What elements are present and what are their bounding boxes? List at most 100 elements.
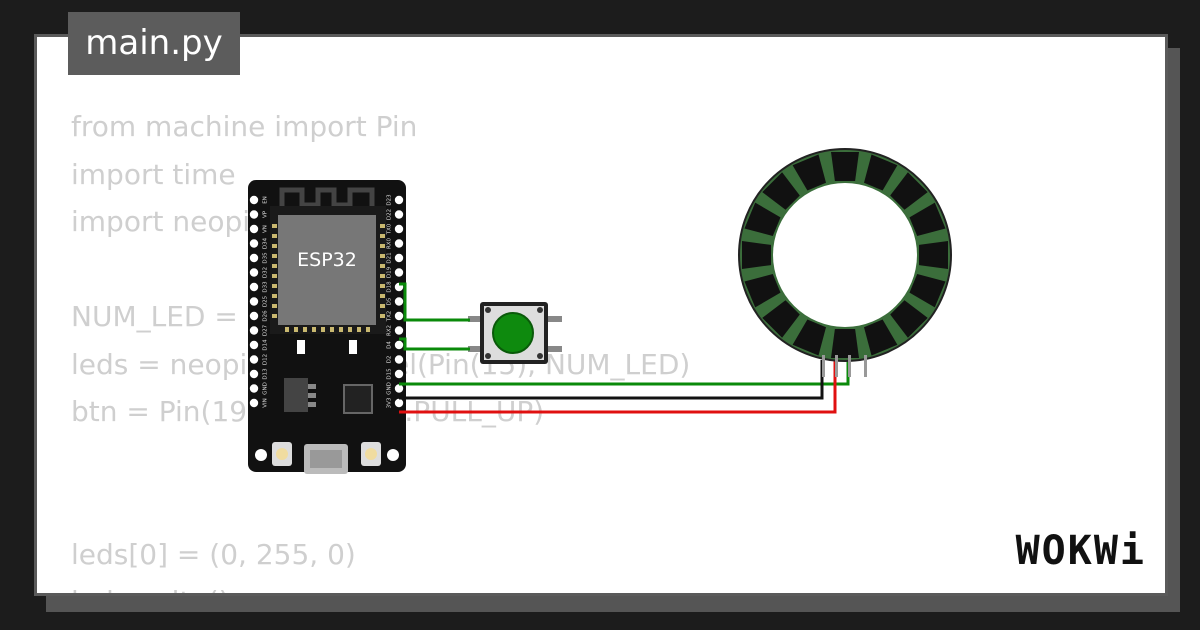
header-pin[interactable]	[394, 398, 404, 408]
header-pin[interactable]	[249, 268, 259, 277]
pin-label: D23	[387, 194, 393, 206]
wokwi-logo: WOKWi	[1015, 528, 1146, 574]
header-pin[interactable]	[249, 355, 259, 364]
neopixel-led[interactable]	[909, 202, 946, 236]
header-pin[interactable]	[394, 268, 404, 277]
neopixel-led[interactable]	[864, 154, 898, 191]
chip-label: ESP32	[297, 249, 357, 271]
header-pin[interactable]	[249, 311, 259, 321]
header-pin[interactable]	[249, 369, 259, 379]
pin-label: VIN	[263, 398, 269, 408]
header-pin[interactable]	[249, 224, 259, 234]
neopixel-ring[interactable]	[738, 148, 952, 377]
header-pin[interactable]	[249, 210, 259, 219]
mount-hole	[387, 449, 399, 461]
header-pin[interactable]	[394, 369, 404, 379]
neopixel-led[interactable]	[864, 319, 898, 356]
usb-uart-chip	[343, 384, 373, 414]
header-pin[interactable]	[394, 340, 404, 350]
header-pin[interactable]	[394, 311, 404, 321]
file-tab[interactable]: main.py	[68, 12, 240, 75]
pin-label: GND	[387, 382, 393, 395]
neopixel-led[interactable]	[909, 274, 946, 308]
module-pad	[272, 254, 277, 258]
right-pin-header: D23D22TX0RX0D21D19D18D5TX2RX2D4D2D15GND3…	[387, 194, 404, 408]
header-pin[interactable]	[394, 210, 404, 219]
header-pin[interactable]	[394, 253, 404, 263]
neopixel-led[interactable]	[744, 274, 781, 308]
wire-d19-button	[399, 282, 470, 322]
header-pin[interactable]	[249, 195, 259, 205]
neopixel-led[interactable]	[890, 172, 928, 210]
neopixel-led[interactable]	[831, 329, 859, 358]
pin-label: D2	[387, 356, 393, 364]
esp32-module	[278, 215, 376, 325]
header-pin[interactable]	[249, 384, 259, 393]
module-pad	[330, 327, 334, 332]
header-pin[interactable]	[394, 297, 404, 306]
module-pad	[357, 327, 361, 332]
neopixel-led[interactable]	[744, 202, 781, 236]
header-pin[interactable]	[394, 224, 404, 234]
neopixel-led[interactable]	[762, 300, 800, 338]
button-lead	[546, 316, 562, 322]
boot-button[interactable]	[276, 448, 288, 460]
module-pad	[272, 274, 277, 278]
button-lead	[468, 316, 484, 322]
ring-pin-dout	[864, 355, 867, 377]
pin-label: D4	[387, 341, 393, 349]
header-pin[interactable]	[249, 326, 259, 335]
header-pin[interactable]	[394, 326, 404, 335]
wire-3v3-vcc	[399, 360, 837, 414]
module-pad	[380, 234, 385, 238]
module-pad	[380, 314, 385, 318]
neopixel-led[interactable]	[890, 300, 928, 338]
pin-label: D25	[263, 295, 269, 307]
pin-label: EN	[263, 196, 269, 204]
pin-label: D32	[263, 267, 269, 278]
button-cap[interactable]	[492, 312, 534, 354]
header-pin[interactable]	[394, 195, 404, 205]
neopixel-led[interactable]	[762, 172, 800, 210]
reset-button[interactable]	[365, 448, 377, 460]
ring-pin-din	[848, 355, 851, 377]
pin-label: TX0	[387, 223, 393, 235]
header-pin[interactable]	[249, 398, 259, 408]
module-pad	[272, 294, 277, 298]
button-corner	[537, 353, 543, 359]
code-line: from machine import Pin	[71, 110, 418, 143]
module-pad	[380, 294, 385, 298]
header-pin[interactable]	[394, 384, 404, 393]
module-pad	[321, 327, 325, 332]
neopixel-led[interactable]	[742, 241, 771, 269]
neopixel-led[interactable]	[792, 319, 826, 356]
module-pad	[312, 327, 316, 332]
module-pad	[380, 254, 385, 258]
wire-gnd-ring	[399, 360, 824, 400]
module-pad	[272, 284, 277, 288]
neopixel-led[interactable]	[831, 152, 859, 181]
pin-label: D14	[263, 339, 269, 351]
ring-inner-hole	[773, 183, 917, 327]
regulator-pin	[308, 393, 316, 398]
module-pad	[272, 234, 277, 238]
header-pin[interactable]	[394, 355, 404, 364]
header-pin[interactable]	[394, 239, 404, 248]
pushbutton[interactable]	[468, 302, 562, 364]
neopixel-led[interactable]	[919, 241, 948, 269]
pin-label: GND	[263, 382, 269, 395]
neopixel-led[interactable]	[792, 154, 826, 191]
header-pin[interactable]	[249, 282, 259, 292]
ring-segments	[738, 148, 952, 362]
pin-label: TX2	[387, 311, 393, 323]
esp32-board[interactable]: ESP32 ENVPVND34D35D32D33D25D26D27D14D12D…	[248, 180, 406, 474]
module-pad	[380, 284, 385, 288]
header-pin[interactable]	[249, 340, 259, 350]
header-pin[interactable]	[249, 297, 259, 306]
header-pin[interactable]	[249, 253, 259, 263]
pin-label: 3V3	[387, 397, 393, 408]
header-pin[interactable]	[249, 239, 259, 248]
module-pad	[272, 264, 277, 268]
